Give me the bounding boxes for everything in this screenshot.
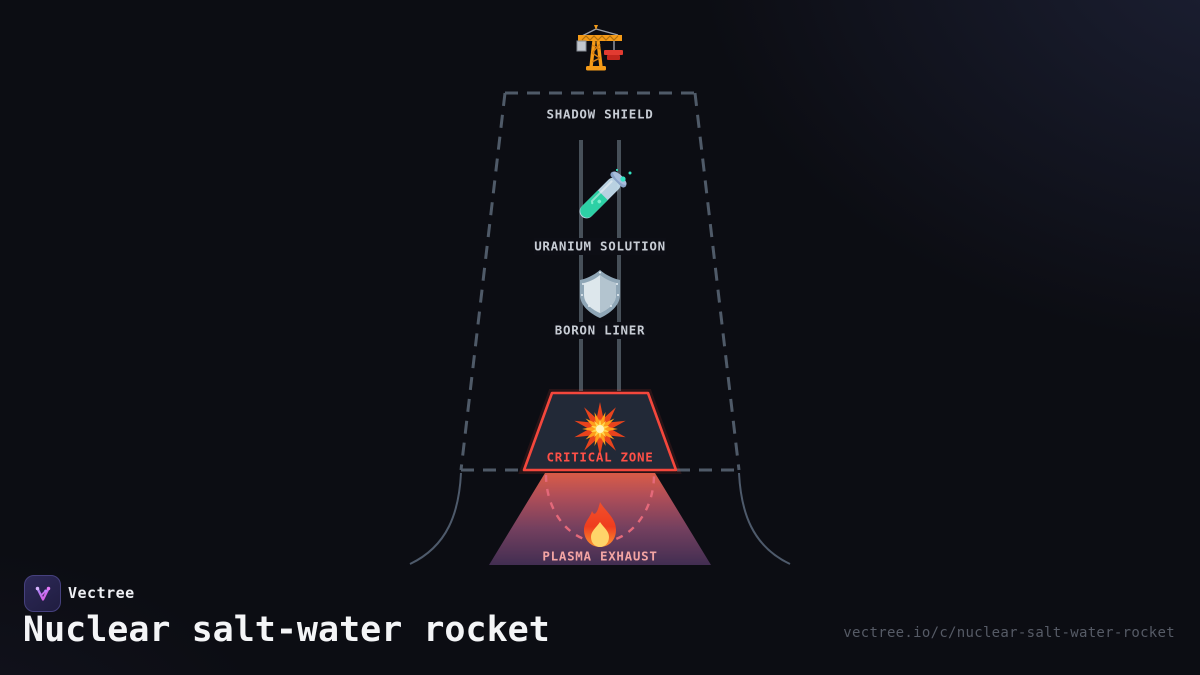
shadow-shield-label: SHADOW SHIELD — [547, 107, 654, 122]
crane-icon — [576, 25, 623, 71]
page-url: vectree.io/c/nuclear-salt-water-rocket — [843, 625, 1175, 641]
explosion-icon — [574, 402, 626, 456]
label-halo — [534, 238, 666, 255]
flame-icon — [584, 502, 616, 547]
uranium-solution-label: URANIUM SOLUTION — [534, 239, 666, 254]
critical-zone-label: CRITICAL ZONE — [547, 450, 654, 465]
exhaust-arc — [544, 474, 656, 544]
boron-liner-label: BORON LINER — [555, 323, 645, 338]
nozzle-curve-left — [409, 472, 462, 565]
brand-name: Vectree — [68, 584, 135, 602]
test-tube-icon — [579, 168, 632, 219]
vectree-logo-icon — [35, 586, 50, 601]
shield-icon — [580, 270, 620, 318]
vectree-logo — [24, 575, 61, 612]
nozzle-curve-right — [738, 472, 791, 565]
label-halo — [554, 322, 646, 339]
plasma-exhaust-label: PLASMA EXHAUST — [542, 549, 657, 564]
page-title: Nuclear salt-water rocket — [23, 610, 550, 650]
containment-outline — [459, 91, 741, 472]
